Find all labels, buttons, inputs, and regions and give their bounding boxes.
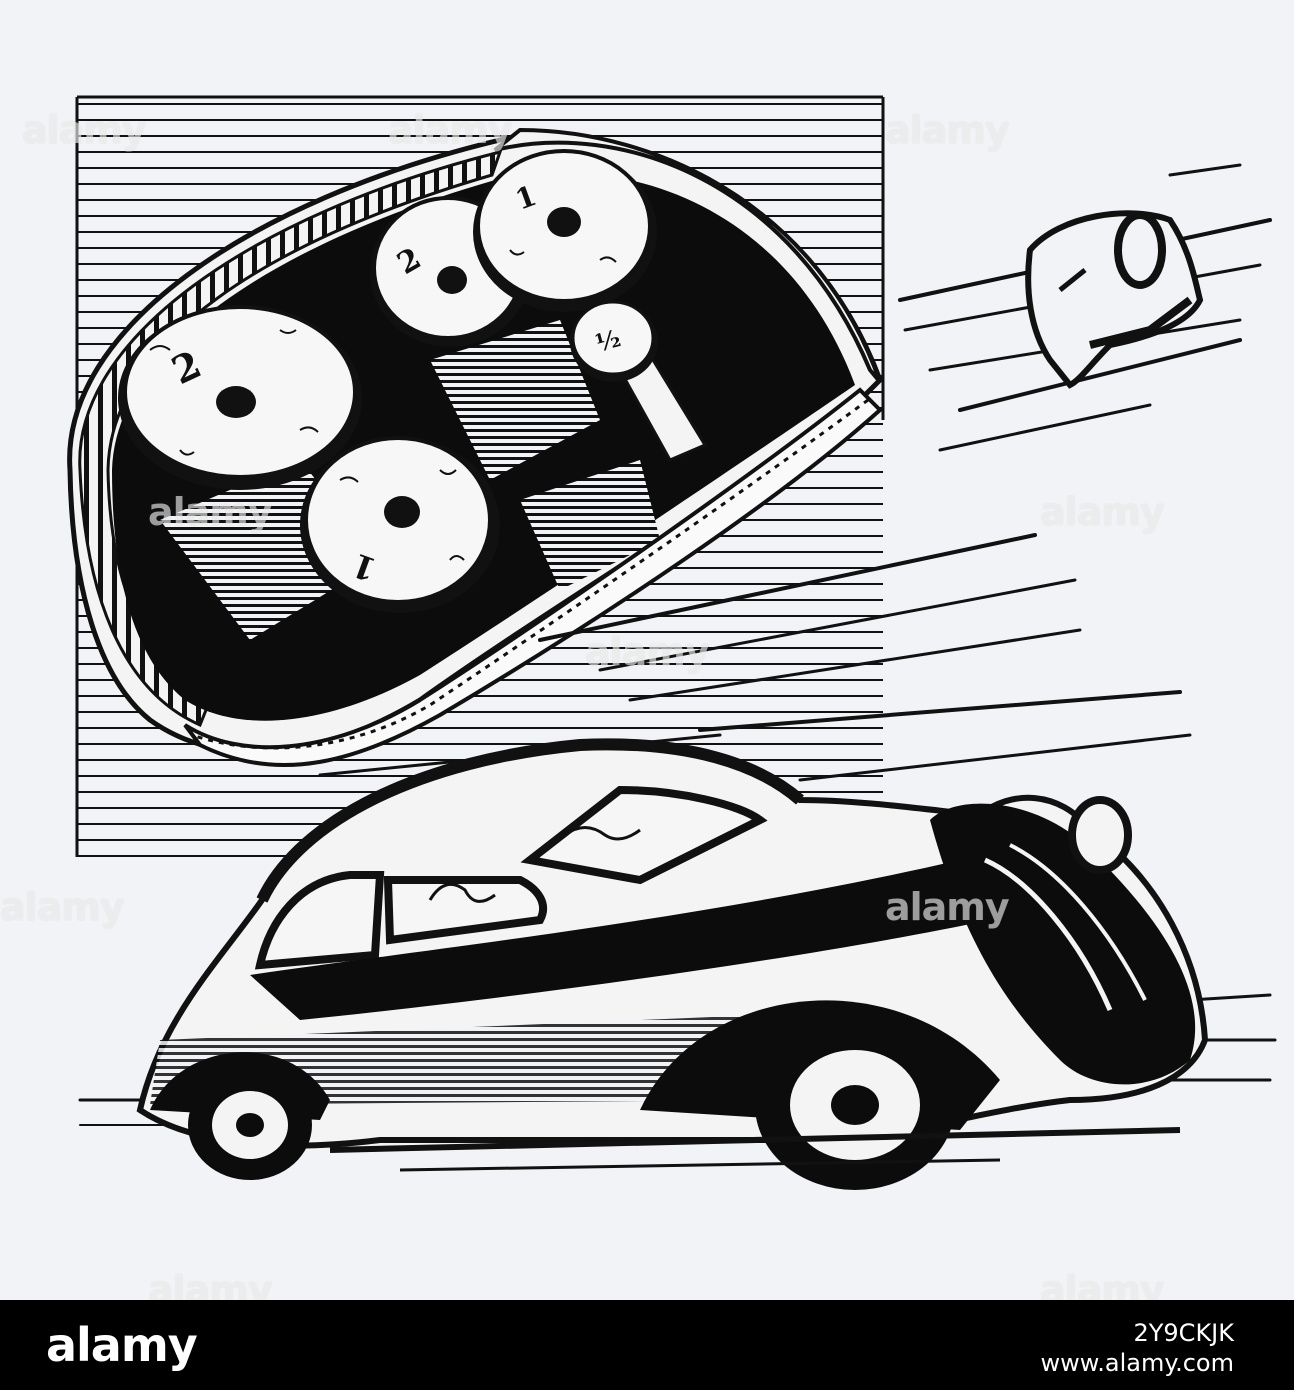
coin-1-top: 1 (473, 149, 657, 312)
small-speeding-car (1025, 210, 1204, 389)
illustration-stage: 2 1 2 1 ½ (0, 95, 1277, 1300)
coin-2-large: 2 (118, 305, 362, 490)
rear-wheel (188, 1070, 312, 1180)
front-wheel (755, 1020, 955, 1190)
footer-logo: alamy (46, 1318, 198, 1372)
footer-bar: alamy 2Y9CKJK www.alamy.com (0, 1300, 1294, 1390)
image-id: 2Y9CKJK (1133, 1319, 1234, 1347)
site-url: www.alamy.com (1040, 1349, 1234, 1377)
film-canister (67, 127, 883, 768)
vintage-illustration: 2 1 2 1 ½ (67, 95, 1277, 1190)
image-info: 2Y9CKJK www.alamy.com (1041, 1318, 1234, 1378)
vintage-car (136, 738, 1209, 1190)
coin-half-small: ½ (570, 300, 658, 382)
coin-1-lower: 1 (300, 436, 500, 613)
